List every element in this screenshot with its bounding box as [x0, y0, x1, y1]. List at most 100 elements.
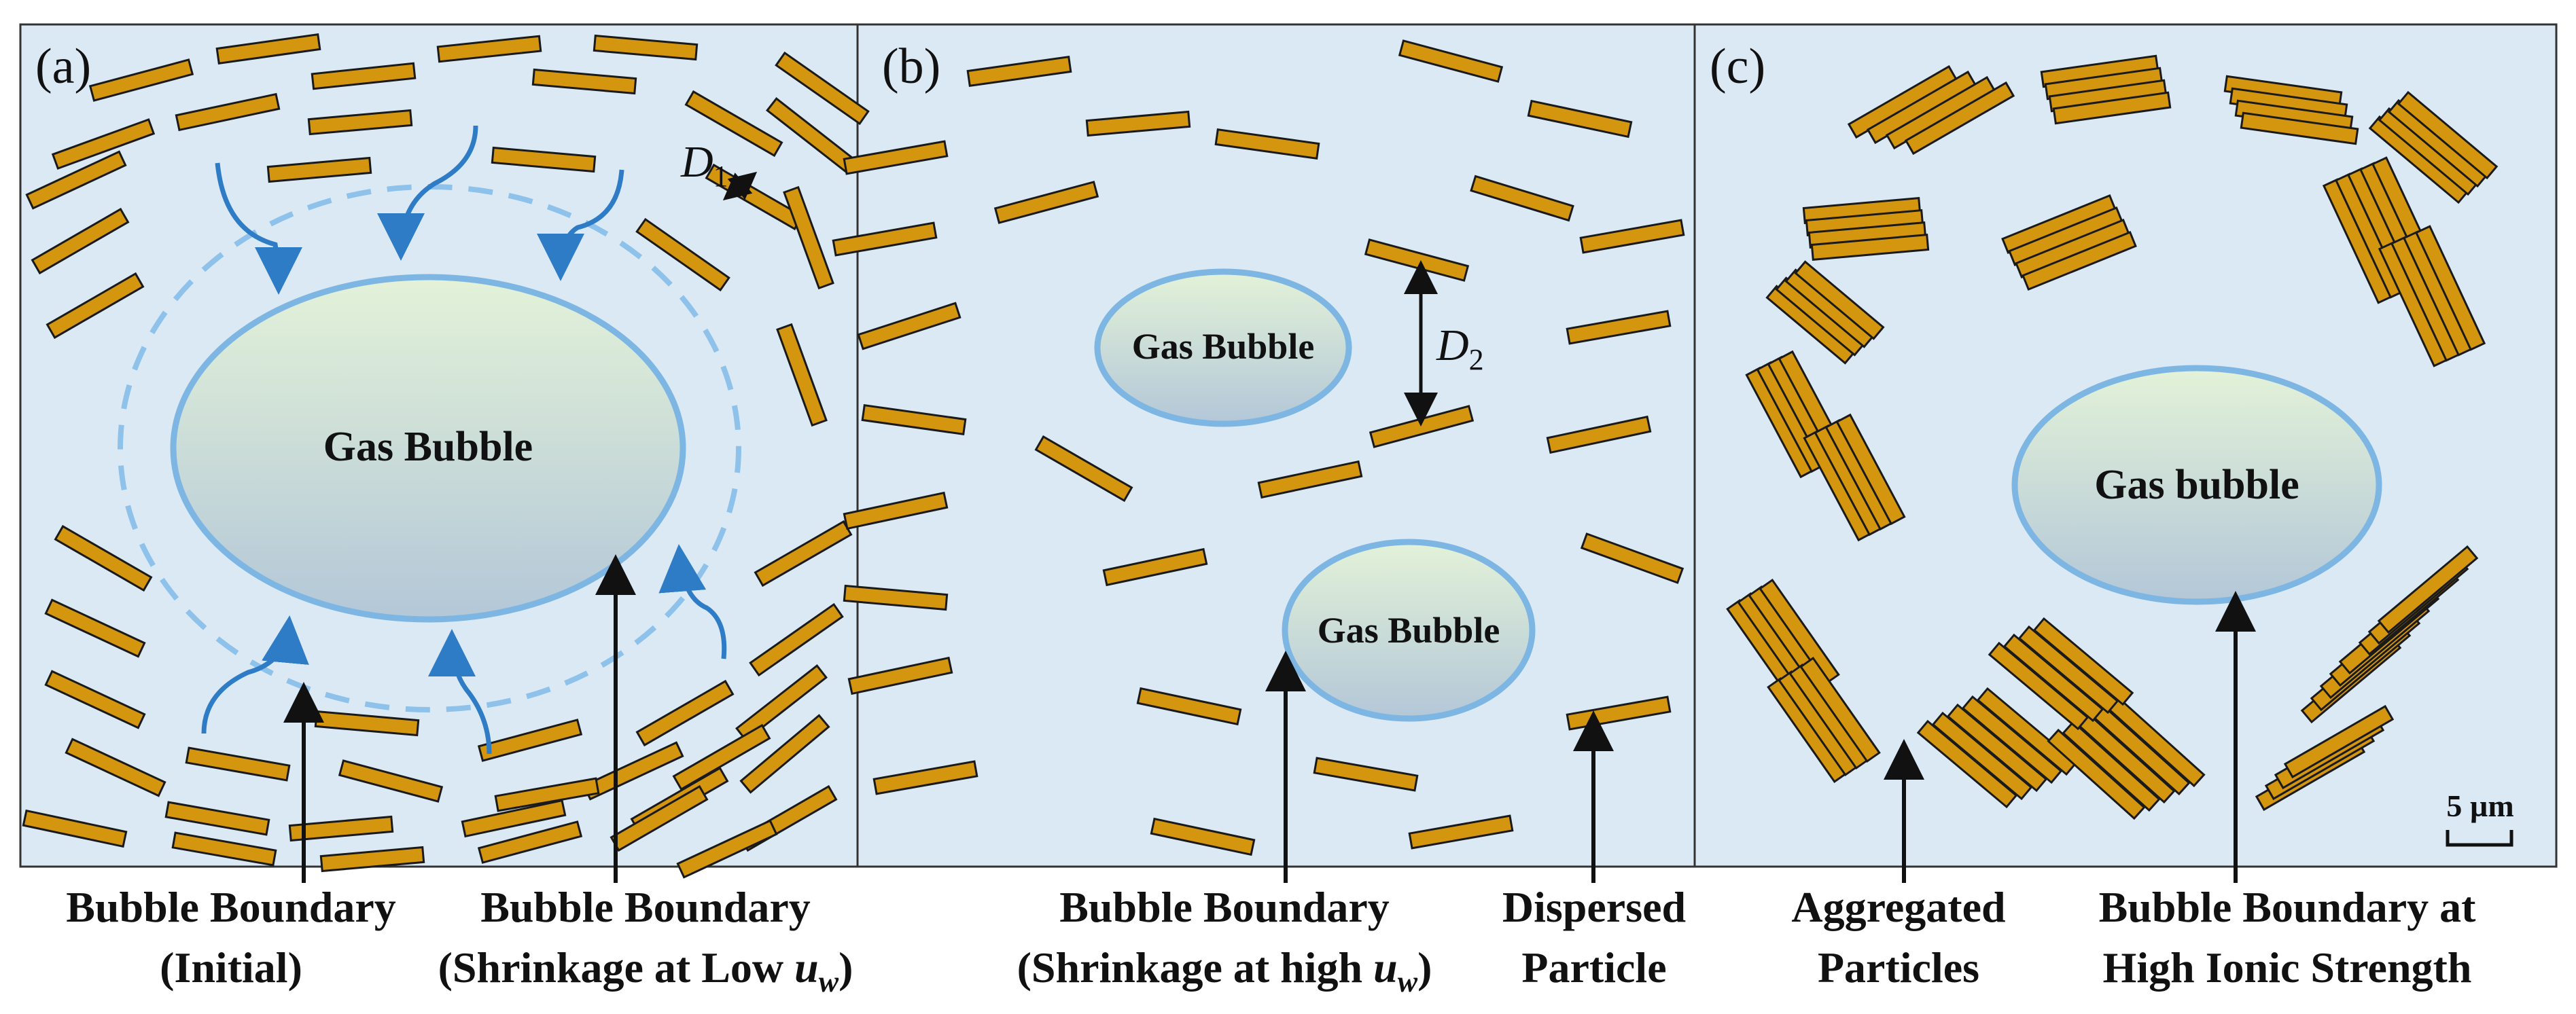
- particle: [1150, 817, 1256, 856]
- particle: [1810, 234, 1930, 261]
- particle: [477, 719, 583, 762]
- particle: [735, 664, 828, 742]
- particle: [51, 118, 156, 170]
- particle: [861, 403, 967, 436]
- particle: [88, 58, 194, 102]
- caption-c1-line2: Particles: [1818, 943, 1979, 992]
- double-arrow-icon: [722, 171, 758, 201]
- particle: [857, 302, 961, 350]
- particle: [1579, 219, 1685, 254]
- particle: [46, 272, 145, 340]
- particle: [1527, 99, 1633, 139]
- particle: [2062, 720, 2161, 812]
- particle: [2283, 704, 2395, 779]
- particle: [44, 598, 146, 658]
- particle: [477, 820, 583, 864]
- caption-b1-line1: Bubble Boundary: [1059, 883, 1390, 931]
- particle: [491, 146, 597, 173]
- caption-c1-line1: Aggregated: [1791, 883, 2005, 931]
- particle: [776, 323, 828, 427]
- particle: [966, 55, 1072, 88]
- particle: [1136, 687, 1242, 726]
- particle: [461, 799, 567, 838]
- particle: [684, 90, 783, 158]
- particle: [593, 34, 699, 61]
- particle: [2047, 728, 2146, 820]
- particle: [843, 491, 949, 530]
- particle: [1313, 757, 1419, 792]
- panel-frame: [19, 23, 2558, 868]
- particle: [54, 524, 153, 592]
- flow-arrow-icon: [201, 125, 727, 755]
- gas-bubble-b1: [1094, 268, 1352, 427]
- particle: [1904, 81, 2015, 156]
- particle: [307, 109, 413, 136]
- particle: [1835, 413, 1906, 526]
- particle: [65, 738, 166, 797]
- particle: [1470, 175, 1574, 222]
- particle: [266, 156, 372, 183]
- particle: [843, 584, 949, 611]
- particle: [311, 62, 417, 90]
- particle: [993, 181, 1099, 224]
- panel-c-label: (c): [1710, 39, 1765, 94]
- particle: [676, 819, 778, 879]
- particle: [749, 602, 844, 677]
- caption-a1-line1: Bubble Boundary: [66, 883, 396, 931]
- particle: [1799, 656, 1881, 763]
- particle: [739, 714, 830, 794]
- caption-a2-line2: (Shrinkage at Low uw): [438, 943, 853, 998]
- particle: [436, 35, 542, 63]
- particle: [531, 68, 637, 95]
- particle: [2377, 545, 2479, 634]
- particle: [1566, 310, 1672, 345]
- panel-a-label: (a): [35, 39, 91, 94]
- particle: [847, 656, 953, 695]
- particle: [2032, 617, 2134, 706]
- particle: [338, 759, 444, 803]
- particle: [635, 217, 730, 292]
- gas-bubble-a-label: Gas Bubble: [323, 424, 533, 470]
- particle: [1976, 687, 2078, 776]
- scale-bar-label: 5 µm: [2446, 789, 2513, 823]
- caption-c2-line1: Bubble Boundary at: [2099, 883, 2477, 931]
- particle: [672, 723, 771, 791]
- particle: [2022, 231, 2137, 291]
- particle: [1214, 128, 1320, 160]
- particle: [635, 679, 735, 747]
- particle: [175, 92, 281, 132]
- gas-bubble-c-label: Gas bubble: [2094, 462, 2299, 508]
- particle: [1408, 814, 1514, 850]
- gas-bubble-a: [170, 274, 686, 623]
- particle: [783, 185, 834, 290]
- particle: [31, 207, 130, 275]
- particle: [1034, 435, 1133, 503]
- caption-b2-line1: Dispersed: [1502, 883, 1686, 931]
- particle: [2052, 91, 2172, 125]
- particle: [843, 140, 949, 175]
- particle: [25, 150, 127, 210]
- particle: [1102, 547, 1208, 587]
- particle: [872, 760, 978, 795]
- particle: [215, 33, 321, 65]
- particle: [1759, 578, 1840, 685]
- gas-bubble-b1-label: Gas Bubble: [1132, 326, 1315, 367]
- particle: [775, 51, 870, 126]
- particle: [319, 846, 425, 873]
- particle: [1546, 415, 1652, 454]
- caption-b2-line2: Particle: [1521, 943, 1666, 992]
- particle: [1580, 532, 1684, 584]
- particle: [2414, 225, 2486, 351]
- panel-b-label: (b): [882, 39, 940, 94]
- particle: [2397, 90, 2499, 180]
- gas-bubble-b2-label: Gas Bubble: [1318, 610, 1500, 651]
- particle: [1398, 39, 1504, 83]
- particle: [832, 221, 938, 257]
- caption-a1-line2: (Initial): [160, 943, 302, 992]
- particle: [164, 801, 270, 836]
- particle: [288, 815, 394, 842]
- particle: [22, 809, 128, 848]
- particle-group: [22, 33, 2499, 879]
- gas-bubble-b2: [1282, 539, 1536, 722]
